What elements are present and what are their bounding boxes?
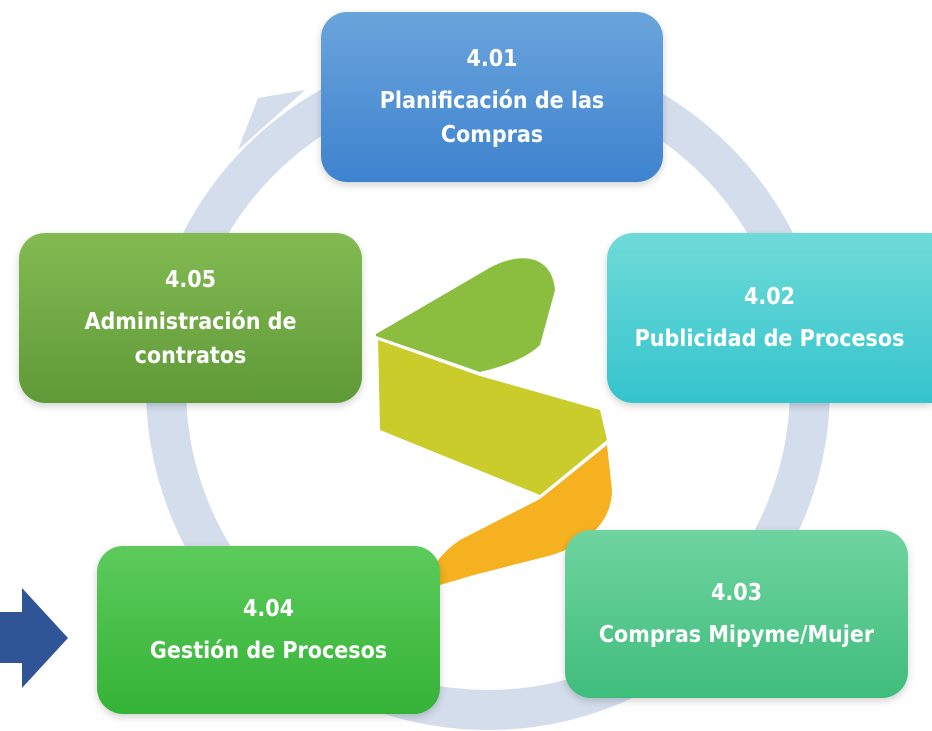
node-label: Publicidad de Procesos bbox=[634, 326, 905, 352]
node-number: 4.04 bbox=[242, 596, 295, 622]
node-label: Planificación de las Compras bbox=[379, 88, 605, 148]
logo-green-segment bbox=[376, 258, 555, 372]
logo-orange-segment bbox=[429, 445, 612, 586]
ring-arrowhead-icon bbox=[238, 90, 305, 150]
node-number: 4.03 bbox=[710, 580, 763, 606]
node-label: Gestión de Procesos bbox=[149, 638, 388, 664]
node-label: Administración de contratos bbox=[84, 309, 297, 369]
node-4-05: 4.05 Administración de contratos bbox=[19, 233, 362, 403]
node-number: 4.02 bbox=[743, 284, 796, 310]
node-4-04: 4.04 Gestión de Procesos bbox=[97, 546, 440, 714]
node-4-01: 4.01 Planificación de las Compras bbox=[321, 12, 663, 182]
right-arrow-icon bbox=[0, 588, 68, 688]
node-4-03: 4.03 Compras Mipyme/Mujer bbox=[565, 530, 908, 698]
node-4-02: 4.02 Publicidad de Procesos bbox=[607, 233, 932, 403]
node-label: Compras Mipyme/Mujer bbox=[598, 622, 875, 648]
node-number: 4.01 bbox=[466, 46, 518, 72]
node-number: 4.05 bbox=[164, 267, 217, 293]
central-logo bbox=[376, 258, 612, 586]
logo-lime-segment bbox=[378, 340, 607, 495]
